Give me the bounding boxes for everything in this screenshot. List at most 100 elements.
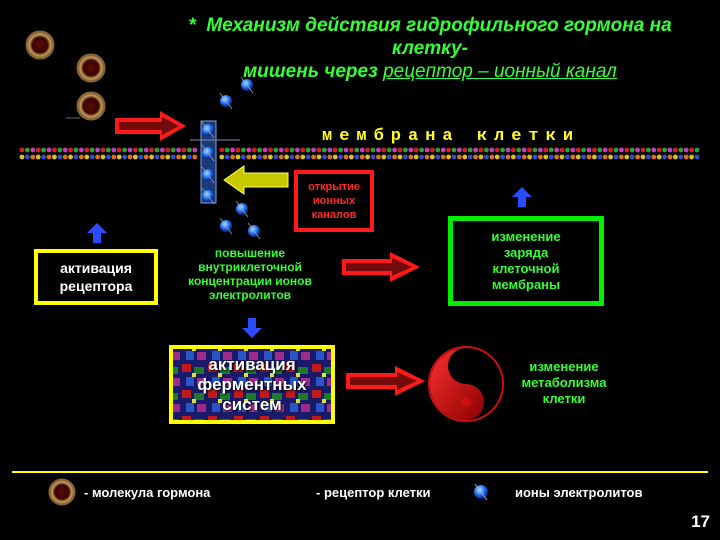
membrane-bead	[316, 154, 322, 160]
membrane-bead	[527, 154, 532, 160]
membrane-bead	[446, 154, 451, 160]
membrane-bead	[570, 147, 576, 153]
membrane-bead	[338, 154, 343, 160]
membrane-bead	[305, 147, 311, 153]
membrane-bead	[143, 147, 149, 153]
membrane-bead	[619, 154, 624, 160]
membrane-bead	[543, 154, 549, 160]
membrane-bead	[430, 147, 435, 153]
membrane-bead	[575, 154, 581, 160]
ion-sparkle	[201, 144, 215, 162]
membrane-bead	[354, 147, 360, 153]
membrane-bead	[662, 154, 667, 160]
ion-sparkle	[240, 76, 254, 94]
membrane-bead	[25, 147, 30, 153]
membrane-bead	[478, 154, 484, 160]
membrane-bead	[597, 147, 603, 153]
membrane-bead	[95, 147, 100, 153]
membrane-bead	[143, 154, 149, 160]
membrane-bead	[116, 154, 122, 160]
electrolyte-ions	[201, 76, 261, 240]
cell-membrane	[19, 147, 700, 160]
membrane-bead	[694, 147, 700, 153]
membrane-bead	[57, 154, 63, 160]
membrane-bead	[586, 147, 592, 153]
membrane-bead	[116, 147, 122, 153]
title-link[interactable]: рецептор – ионный канал	[383, 61, 617, 82]
ion-channels-open-box: открытие ионных каналов	[294, 170, 374, 232]
membrane-bead	[619, 147, 624, 153]
membrane-bead	[219, 147, 225, 153]
membrane-bead	[224, 147, 230, 153]
membrane-bead	[35, 154, 41, 160]
membrane-bead	[349, 154, 354, 160]
ion-sparkle	[201, 121, 215, 139]
receptor-channel	[190, 120, 240, 204]
membrane-bead	[592, 147, 597, 153]
membrane-bead	[289, 147, 295, 153]
membrane-bead	[624, 147, 630, 153]
legend-hormone-label: - молекула гормона	[84, 485, 211, 500]
membrane-bead	[52, 147, 57, 153]
membrane-bead	[608, 147, 613, 153]
membrane-bead	[268, 147, 273, 153]
membrane-bead	[592, 154, 597, 160]
membrane-bead	[548, 147, 554, 153]
membrane-bead	[30, 147, 36, 153]
membrane-bead	[359, 154, 365, 160]
membrane-bead	[494, 154, 500, 160]
ion-to-charge-arrow	[342, 252, 420, 282]
membrane-bead	[440, 154, 446, 160]
membrane-bead	[311, 154, 316, 160]
membrane-bead	[41, 154, 46, 160]
title-text-2: мишень через	[243, 61, 378, 82]
membrane-bead	[597, 154, 603, 160]
membrane-bead	[559, 154, 565, 160]
enzyme-activation-text: активация ферментных систем	[197, 354, 307, 414]
membrane-bead	[376, 154, 381, 160]
membrane-bead	[370, 147, 376, 153]
ion-sparkle	[219, 92, 233, 110]
membrane-bead	[154, 147, 160, 153]
membrane-bead	[160, 154, 165, 160]
membrane-bead	[133, 154, 138, 160]
membrane-bead	[316, 147, 322, 153]
membrane-bead	[289, 154, 295, 160]
membrane-bead	[473, 154, 478, 160]
hormone-molecule-1	[25, 30, 55, 60]
membrane-bead	[516, 154, 522, 160]
membrane-bead	[57, 147, 63, 153]
membrane-bead	[613, 147, 619, 153]
ion-channels-open-text: открытие ионных каналов	[308, 181, 360, 221]
membrane-bead	[62, 147, 68, 153]
membrane-bead	[62, 154, 68, 160]
legend-ions-label: ионы электролитов	[515, 485, 643, 500]
membrane-bead	[192, 154, 198, 160]
membrane-bead	[241, 154, 246, 160]
membrane-bead	[602, 147, 608, 153]
blue-up-arrow-right	[512, 187, 532, 207]
membrane-bead	[181, 154, 187, 160]
membrane-bead	[106, 154, 111, 160]
membrane-bead	[581, 154, 586, 160]
membrane-bead	[300, 154, 306, 160]
membrane-bead	[354, 154, 360, 160]
membrane-bead	[667, 147, 673, 153]
membrane-bead	[489, 154, 495, 160]
membrane-charge-box: изменение заряда клеточной мембраны	[448, 216, 604, 306]
ion-increase-label: повышение внутриклеточной концентрации и…	[188, 246, 312, 302]
membrane-bead	[505, 154, 511, 160]
membrane-bead	[413, 147, 419, 153]
membrane-bead	[30, 154, 36, 160]
membrane-bead	[84, 154, 90, 160]
membrane-bead	[154, 154, 160, 160]
membrane-bead	[532, 147, 538, 153]
membrane-bead	[635, 147, 640, 153]
page-number: 17	[691, 512, 710, 531]
membrane-bead	[235, 147, 241, 153]
membrane-bead	[35, 147, 41, 153]
membrane-bead	[554, 154, 559, 160]
membrane-bead	[349, 147, 354, 153]
membrane-bead	[181, 147, 187, 153]
